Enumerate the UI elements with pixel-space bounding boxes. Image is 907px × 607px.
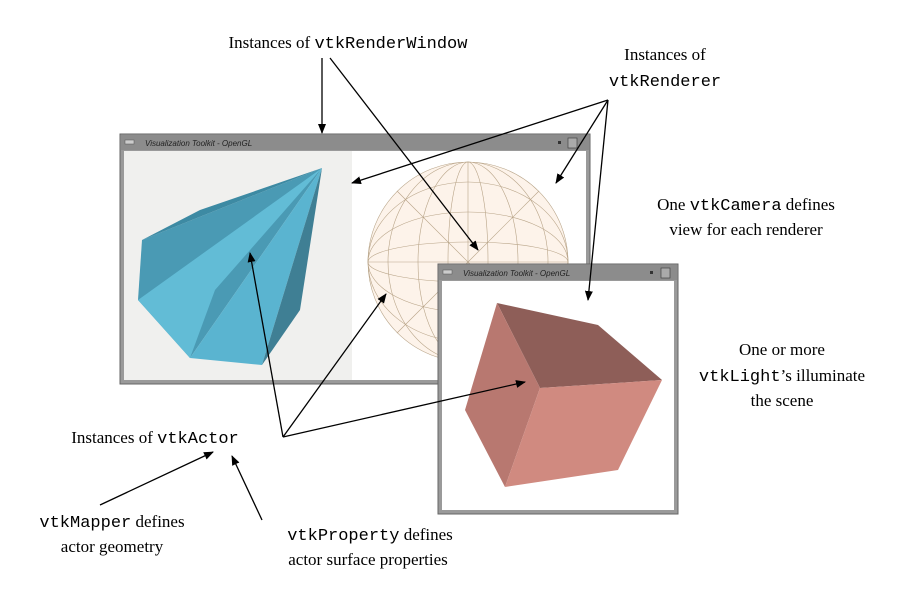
property-label-line2: actor surface properties — [288, 550, 448, 569]
mapper-label: vtkMapper defines — [39, 512, 184, 533]
render-window-label: Instances of vtkRenderWindow — [229, 33, 469, 54]
renderer-label-line1: Instances of — [624, 45, 706, 64]
window-2-titlebar[interactable] — [439, 265, 677, 280]
render-window-2: Visualization Toolkit - OpenGL — [437, 263, 679, 515]
camera-label-line2: view for each renderer — [669, 220, 823, 239]
property-label: vtkProperty defines — [287, 525, 453, 546]
camera-label: One vtkCamera defines — [657, 195, 835, 216]
maximize-icon[interactable] — [567, 137, 578, 149]
window-menu-icon[interactable] — [124, 139, 135, 145]
minimize-icon[interactable] — [558, 141, 561, 144]
minimize-icon[interactable] — [650, 271, 653, 274]
actor-label: Instances of vtkActor — [71, 428, 239, 449]
light-label-line1: One or more — [739, 340, 825, 359]
cube-actor — [465, 303, 662, 487]
renderer-label-code: vtkRenderer — [609, 73, 721, 92]
light-label-line2: vtkLight’s illuminate — [699, 366, 865, 387]
maximize-icon[interactable] — [660, 267, 671, 279]
light-label-line3: the scene — [751, 391, 814, 410]
render-window-1: Visualization Toolkit - OpenGL — [119, 133, 591, 385]
window-menu-icon[interactable] — [442, 269, 453, 275]
window-1-titlebar[interactable] — [121, 135, 589, 150]
arrows — [99, 57, 609, 521]
mapper-label-line2: actor geometry — [61, 537, 164, 556]
window-2-title: Visualization Toolkit - OpenGL — [463, 269, 570, 278]
window-1-title: Visualization Toolkit - OpenGL — [145, 139, 252, 148]
cone-actor — [138, 168, 322, 365]
